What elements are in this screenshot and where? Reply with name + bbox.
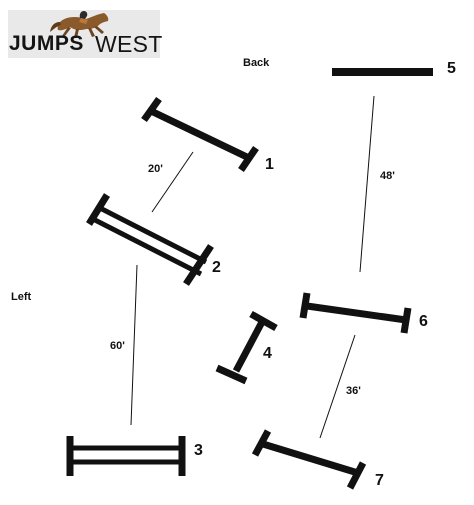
- distance-label-5-6: 48': [380, 170, 395, 182]
- fence-number-6: 6: [419, 313, 428, 330]
- jumpswest-logo: JUMPS WEST: [8, 10, 163, 58]
- left-label: Left: [11, 291, 32, 303]
- distance-label-1-2: 20': [148, 163, 163, 175]
- fence-number-5: 5: [447, 60, 456, 77]
- fence-number-7: 7: [375, 472, 384, 489]
- fence-7: [251, 429, 367, 490]
- horse-tail: [50, 22, 61, 32]
- logo-text-jumps: JUMPS: [9, 32, 84, 55]
- distance-label-2-3: 60': [110, 340, 125, 352]
- fence-3: [66, 436, 186, 476]
- back-label: Back: [243, 57, 270, 69]
- rider: [79, 11, 88, 19]
- horse-leg: [62, 27, 71, 36]
- distance-line-1-2: [151, 151, 194, 213]
- distance-label-6-7: 36': [346, 385, 361, 397]
- fence-number-2: 2: [212, 259, 221, 276]
- horse-leg: [94, 26, 104, 34]
- fence-number-4: 4: [263, 345, 272, 362]
- distance-line-6-7: [319, 334, 356, 439]
- horse-and-rider-icon: [50, 11, 109, 38]
- horse-leg: [88, 28, 95, 37]
- fence-4: [215, 310, 278, 385]
- fence-6: [299, 292, 412, 334]
- fence-1: [141, 96, 259, 172]
- fence-2: [86, 193, 214, 286]
- rider: [79, 18, 88, 24]
- logo-text-west: WEST: [95, 31, 163, 57]
- fence-number-1: 1: [265, 156, 274, 173]
- horse-leg: [74, 29, 79, 38]
- distance-line-5-6: [359, 95, 375, 273]
- distance-line-2-3: [130, 264, 138, 426]
- fence-number-3: 3: [194, 442, 203, 459]
